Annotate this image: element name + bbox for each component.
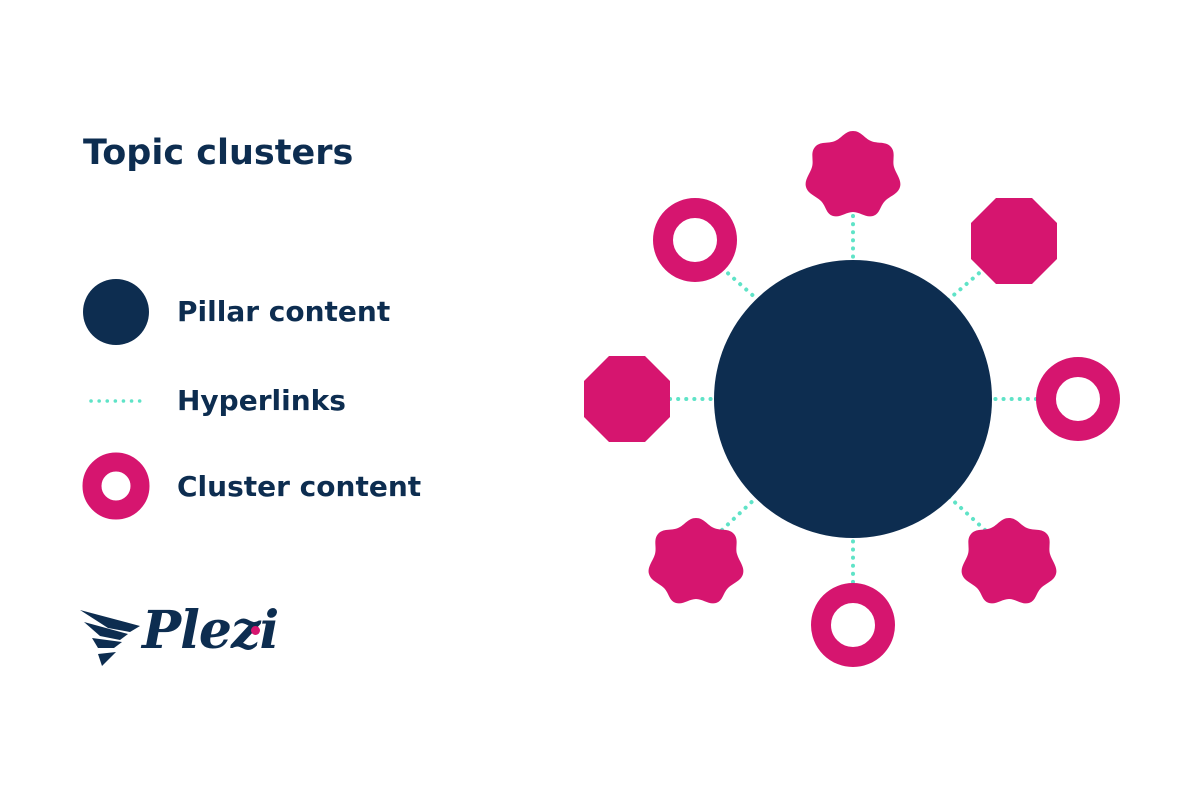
hyperlink-bottom-right: [946, 494, 987, 532]
cluster-node-bottom-right: [961, 518, 1057, 604]
cluster-node-top-left: [653, 198, 737, 282]
cluster-node-bottom-left: [648, 518, 744, 604]
hyperlink-top-right: [946, 266, 987, 302]
hyperlink-bottom-left: [720, 494, 760, 532]
page-title: Topic clusters: [83, 133, 354, 173]
pillar-content-node: [714, 260, 992, 538]
cluster-node-top: [805, 131, 901, 217]
hyperlink-lines: [668, 214, 1038, 584]
plezi-logo-dot: [251, 626, 260, 635]
pillar-legend-label: Pillar content: [177, 295, 391, 328]
hyperlink-top-left: [720, 266, 760, 302]
cluster-node-left: [584, 356, 670, 442]
cluster-legend-icon: [82, 452, 150, 520]
hyperlinks-legend-label: Hyperlinks: [177, 384, 346, 417]
cluster-node-top-right: [971, 198, 1057, 284]
pillar-legend-icon: [83, 279, 149, 345]
cluster-node-right: [1036, 357, 1120, 441]
cluster-legend-label: Cluster content: [177, 470, 422, 503]
hyperlink-legend-icon: [89, 399, 148, 403]
plezi-wing-icon: [80, 610, 140, 666]
cluster-node-bottom: [811, 583, 895, 667]
